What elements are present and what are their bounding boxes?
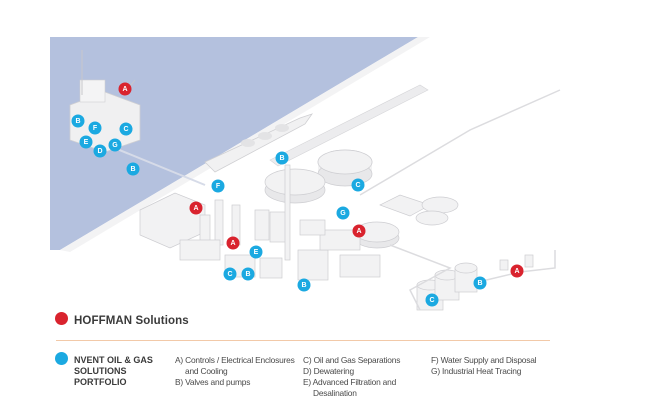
marker-letter: E [84,139,89,146]
marker-circle [351,178,365,192]
marker-circle [119,122,133,136]
legend-item-f: F) Water Supply and Disposal [431,355,537,365]
hoffman-legend-title: HOFFMAN Solutions [74,315,189,327]
marker-letter: A [230,240,235,247]
marker-letter: E [254,249,259,256]
legend-column-2: C) Oil and Gas Separations D) Dewatering… [303,355,423,399]
hoffman-legend-dot [55,312,68,325]
nvent-legend-dot [55,352,68,365]
legend-item-d: D) Dewatering [303,366,354,376]
jetty [269,84,429,167]
marker-circle [223,267,237,281]
marker-letter: F [93,125,98,132]
pipelines [359,89,561,311]
tanker-ship [204,113,314,173]
marker-letter: A [514,268,519,275]
marker-plant-a: A [352,224,366,238]
marker-letter: B [279,155,284,162]
marker-plant-g: G [336,206,350,220]
marker-circle [71,114,85,128]
marker-offshore-a: A [118,82,132,96]
marker-circle [473,276,487,290]
marker-letter: B [130,166,135,173]
legend-item-e: E) Advanced Filtration and Desalination [303,377,397,398]
marker-letter: B [245,271,250,278]
marker-storage-c: C [425,293,439,307]
marker-letter: G [340,210,346,217]
marker-tank-c: C [351,178,365,192]
marker-letter: G [112,142,118,149]
marker-letter: C [429,297,434,304]
marker-offshore-e: E [79,135,93,149]
marker-letter: B [301,282,306,289]
marker-circle [352,224,366,238]
legend-item-g: G) Industrial Heat Tracing [431,366,522,376]
solution-markers: A B F C E D G B B F A C G A A E C B B C B A [71,82,524,307]
marker-circle [275,151,289,165]
marker-circle [108,138,122,152]
marker-circle [241,267,255,281]
marker-pump-b: B [297,278,311,292]
legend-column-3: F) Water Supply and Disposal G) Industri… [431,355,551,377]
nvent-legend-title: NVENT OIL & GAS SOLUTIONS PORTFOLIO [74,355,153,387]
marker-letter: F [216,183,221,190]
marker-circle [425,293,439,307]
marker-letter: C [123,126,128,133]
legend-item-a: A) Controls / Electrical Enclosures and … [175,355,295,376]
marker-circle [88,121,102,135]
marker-circle [249,245,263,259]
marker-letter: A [122,86,127,93]
marker-circle [93,144,107,158]
marker-dock-b: B [275,151,289,165]
marker-letter: A [356,228,361,235]
marker-refinery-b: B [241,267,255,281]
marker-circle [510,264,524,278]
marker-offshore-f: F [88,121,102,135]
marker-offshore-d: D [93,144,107,158]
marker-letter: B [477,280,482,287]
marker-letter: A [193,205,198,212]
marker-letter: C [355,182,360,189]
marker-storage-b: B [473,276,487,290]
marker-refinery-e: E [249,245,263,259]
marker-circle [79,135,93,149]
legend-divider [56,340,550,341]
marker-offshore-b: B [71,114,85,128]
marker-pipeline-b: B [126,162,140,176]
legend-column-1: A) Controls / Electrical Enclosures and … [175,355,295,388]
marker-letter: C [227,271,232,278]
marker-letter: D [97,148,102,155]
marker-circle [118,82,132,96]
marker-offshore-g: G [108,138,122,152]
marker-refinery-c: C [223,267,237,281]
marker-circle [297,278,311,292]
marker-building-a: A [189,201,203,215]
legend-item-b: B) Valves and pumps [175,377,251,387]
legend-item-c: C) Oil and Gas Separations [303,355,401,365]
marker-refinery-a: A [226,236,240,250]
marker-circle [226,236,240,250]
marker-offshore-c: C [119,122,133,136]
sea-area [50,37,418,250]
marker-circle [336,206,350,220]
marker-building-f: F [211,179,225,193]
marker-letter: B [75,118,80,125]
marker-circle [189,201,203,215]
marker-circle [211,179,225,193]
marker-wellhead-a: A [510,264,524,278]
marker-circle [126,162,140,176]
